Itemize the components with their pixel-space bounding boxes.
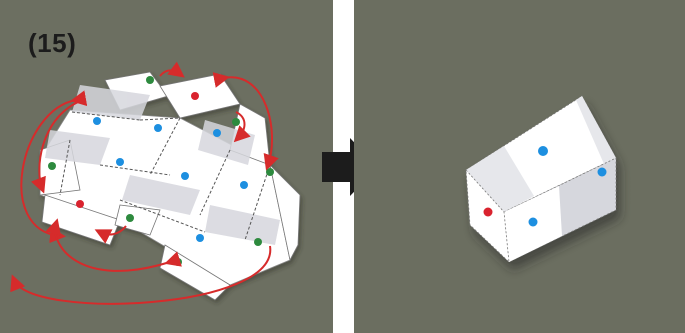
green-dot [266, 168, 274, 176]
blue-dot [116, 158, 124, 166]
green-dot [146, 76, 154, 84]
left-photo-unfolded-net: (15) [0, 0, 333, 333]
red-dot [191, 92, 199, 100]
step-label: (15) [28, 28, 76, 59]
green-dot [174, 258, 182, 266]
blue-dot [154, 124, 162, 132]
green-dot [232, 118, 240, 126]
right-photo-assembled-box [354, 0, 685, 333]
blue-dot [213, 129, 221, 137]
blue-dot [196, 234, 204, 242]
box [466, 96, 616, 262]
blue-dot [598, 168, 607, 177]
blue-dot [240, 181, 248, 189]
blue-dot [181, 172, 189, 180]
blue-dot [538, 146, 548, 156]
blue-dot [529, 218, 538, 227]
blue-dot [93, 117, 101, 125]
red-dot [484, 208, 493, 217]
assembled-box-illustration [354, 0, 685, 333]
green-dot [126, 214, 134, 222]
red-dot [76, 200, 84, 208]
green-dot [254, 238, 262, 246]
green-dot [48, 162, 56, 170]
